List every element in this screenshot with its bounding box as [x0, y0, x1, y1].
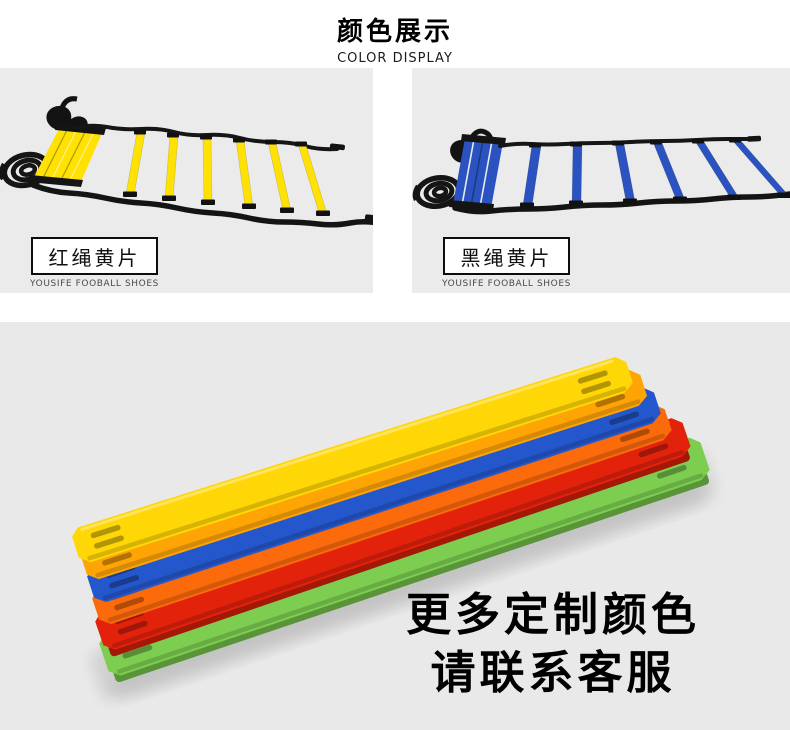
rung-connectors: [123, 129, 330, 216]
page-title: 颜色展示: [336, 17, 453, 47]
rung-connectors: [520, 137, 790, 208]
contact-line1: 更多定制颜色: [405, 588, 700, 641]
brand-text: YOUSIFE FOOBALL SHOES: [442, 279, 571, 289]
strap-end-tab-bottom: [364, 214, 373, 223]
slat-stack: [72, 357, 710, 683]
top-strap: [498, 137, 752, 148]
color-option-label: 红绳黄片: [48, 245, 141, 270]
header: 颜色展示 COLOR DISPLAY: [0, 0, 790, 68]
folded-slat-stack: [28, 123, 106, 187]
color-option-label-box: 红绳黄片: [31, 237, 158, 275]
contact-line2: 请联系客服: [430, 646, 676, 699]
color-option-label-box: 黑绳黄片: [443, 237, 570, 275]
bottom-strap: [30, 182, 373, 228]
ladder-rungs: [522, 139, 790, 207]
product-card-yellow-ladder: 红绳黄片 YOUSIFE FOOBALL SHOES: [0, 68, 373, 293]
custom-colors-section: 更多定制颜色 请联系客服: [0, 322, 790, 730]
color-option-label: 黑绳黄片: [460, 245, 553, 270]
slat-0: [72, 357, 633, 563]
page-subtitle: COLOR DISPLAY: [337, 51, 453, 66]
yellow-agility-ladder-photo: [0, 96, 373, 228]
color-options-row: 红绳黄片 YOUSIFE FOOBALL SHOES: [0, 68, 790, 293]
color-slats-photo: [72, 357, 717, 701]
strap-end-tab-top: [747, 135, 762, 142]
brand-text: YOUSIFE FOOBALL SHOES: [30, 279, 159, 289]
product-card-blue-ladder: 黑绳黄片 YOUSIFE FOOBALL SHOES: [412, 68, 790, 293]
ladder-rungs: [125, 131, 328, 215]
strap-end-tab-top: [329, 143, 345, 151]
folded-slat-stack: [449, 134, 506, 211]
blue-agility-ladder-photo: [412, 128, 790, 215]
contact-text: 更多定制颜色 请联系客服: [390, 586, 716, 702]
